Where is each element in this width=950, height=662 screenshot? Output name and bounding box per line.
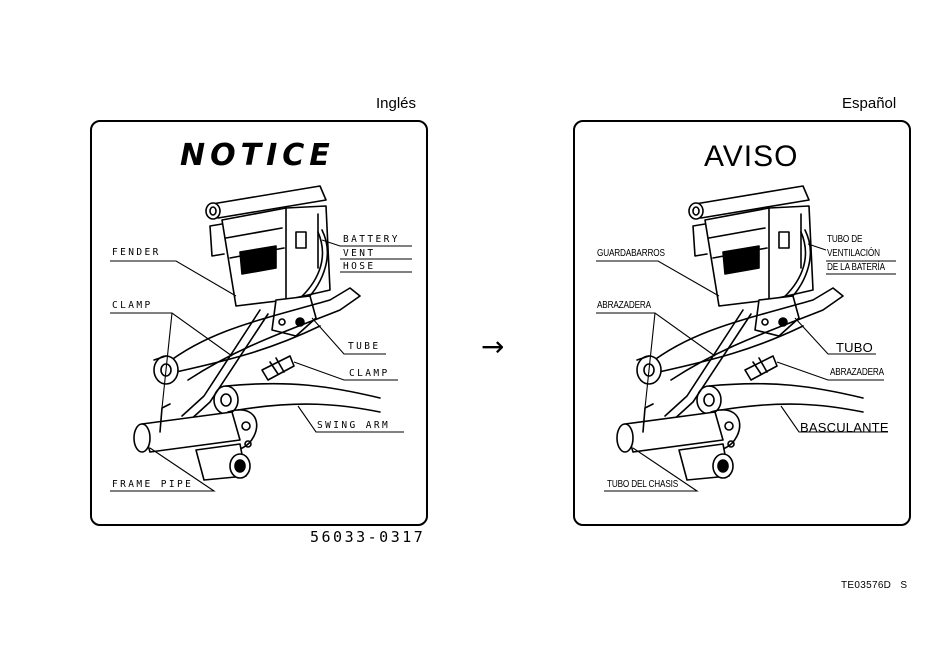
label-fender: FENDER	[112, 247, 161, 258]
label-battery-line3: DE LA BATERÍA	[827, 262, 885, 273]
doc-reference-suffix: S	[900, 580, 907, 591]
label-vent: VENT	[343, 248, 375, 259]
label-basculante: BASCULANTE	[800, 420, 889, 435]
arrow-right-icon: →	[481, 330, 504, 363]
aviso-title: AVISO	[704, 140, 798, 174]
label-tubo-del-chasis: TUBO DEL CHASIS	[607, 479, 678, 490]
label-swing-arm: SWING ARM	[317, 420, 390, 431]
label-abrazadera-upper: ABRAZADERA	[597, 300, 651, 311]
label-abrazadera-lower: ABRAZADERA	[830, 367, 884, 378]
label-hose: HOSE	[343, 261, 375, 272]
notice-title: NOTICE	[180, 138, 335, 173]
label-battery-line2: VENTILACIÓN	[827, 248, 880, 259]
label-clamp-lower: CLAMP	[349, 368, 390, 379]
doc-reference: TE03576D S	[841, 580, 907, 591]
label-clamp-upper: CLAMP	[112, 300, 153, 311]
part-number: 56033-0317	[310, 528, 425, 546]
label-tubo: TUBO	[836, 340, 873, 355]
label-guardabarros: GUARDABARROS	[597, 248, 665, 259]
label-battery-line1: TUBO DE	[827, 234, 862, 245]
label-battery: BATTERY	[343, 234, 400, 245]
doc-reference-code: TE03576D	[841, 580, 891, 591]
label-tube: TUBE	[348, 341, 380, 352]
label-frame-pipe: FRAME PIPE	[112, 479, 193, 490]
